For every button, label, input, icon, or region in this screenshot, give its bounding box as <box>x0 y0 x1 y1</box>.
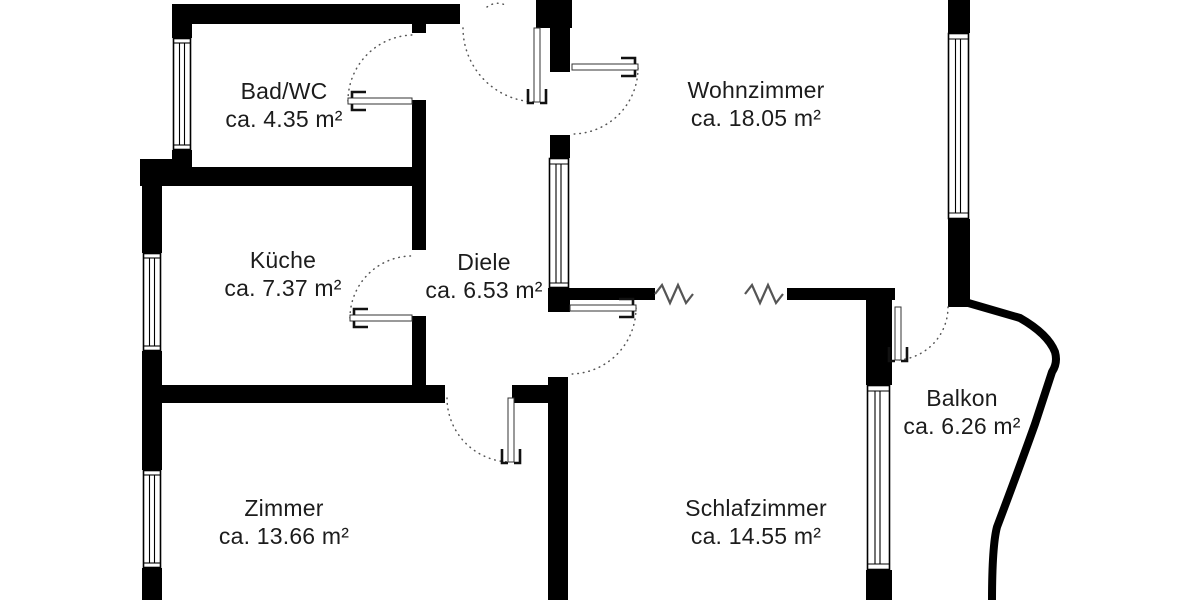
wall-segment <box>412 316 426 385</box>
wall-break-lines <box>654 282 784 306</box>
room-name: Balkon <box>926 385 998 411</box>
room-area: ca. 14.55 m² <box>690 523 822 549</box>
wall-segment <box>787 288 895 300</box>
wall-segment <box>172 4 192 38</box>
break-line-icon <box>744 282 784 306</box>
window-icon <box>947 32 970 220</box>
window-icon <box>142 252 162 352</box>
wall-segment <box>536 0 572 28</box>
window-icon <box>142 469 162 569</box>
room-name: Zimmer <box>244 495 324 521</box>
wall-segment <box>550 28 570 72</box>
break-line-icon <box>654 282 694 306</box>
room-area: ca. 6.53 m² <box>425 277 543 303</box>
room-area: ca. 4.35 m² <box>225 106 343 132</box>
room-area: ca. 6.26 m² <box>903 413 1021 439</box>
wall-segment <box>548 288 570 312</box>
door-icon <box>446 397 522 465</box>
room-label-bad: Bad/WC ca. 4.35 m² <box>225 77 342 133</box>
wall-segment <box>412 100 426 167</box>
wall-segment <box>140 167 426 186</box>
wall-segment <box>142 351 162 470</box>
room-label-balkon: Balkon ca. 6.26 m² <box>903 384 1020 440</box>
wall-segment <box>948 0 970 33</box>
room-label-kueche: Küche ca. 7.37 m² <box>224 246 341 302</box>
walls <box>140 0 970 600</box>
wall-segment <box>866 300 892 385</box>
door-icon <box>887 306 949 363</box>
door-icon <box>349 255 413 329</box>
wall-segment <box>142 568 162 600</box>
wall-segment <box>142 186 162 253</box>
room-label-diele: Diele ca. 6.53 m² <box>425 248 542 304</box>
room-area: ca. 7.37 m² <box>224 275 342 301</box>
room-label-wohnzimmer: Wohnzimmer ca. 18.05 m² <box>687 76 824 132</box>
windows <box>142 32 970 571</box>
door-icon <box>347 34 415 112</box>
wall-segment <box>512 385 548 403</box>
wall-segment <box>866 570 892 600</box>
room-label-zimmer: Zimmer ca. 13.66 m² <box>219 494 349 550</box>
wall-segment <box>412 24 426 33</box>
wall-segment <box>172 4 460 24</box>
window-icon <box>548 157 570 289</box>
wall-segment <box>948 219 970 307</box>
room-name: Schlafzimmer <box>685 495 827 521</box>
door-icon <box>571 56 639 135</box>
wall-segment <box>548 377 568 600</box>
room-area: ca. 18.05 m² <box>690 105 822 131</box>
room-area: ca. 13.66 m² <box>218 523 350 549</box>
room-label-schlafzimmer: Schlafzimmer ca. 14.55 m² <box>685 494 827 550</box>
door-icon <box>569 297 637 375</box>
wall-segment <box>412 186 426 250</box>
doors <box>347 2 949 465</box>
room-name: Wohnzimmer <box>687 77 825 103</box>
window-icon <box>172 37 192 151</box>
door-icon <box>462 2 548 105</box>
room-name: Küche <box>249 247 317 273</box>
balcony-edge <box>956 296 1060 600</box>
wall-segment <box>550 135 570 158</box>
room-name: Bad/WC <box>240 78 328 104</box>
wall-segment <box>568 288 655 300</box>
window-icon <box>866 384 891 571</box>
wall-segment <box>142 385 445 403</box>
room-name: Diele <box>457 249 511 275</box>
